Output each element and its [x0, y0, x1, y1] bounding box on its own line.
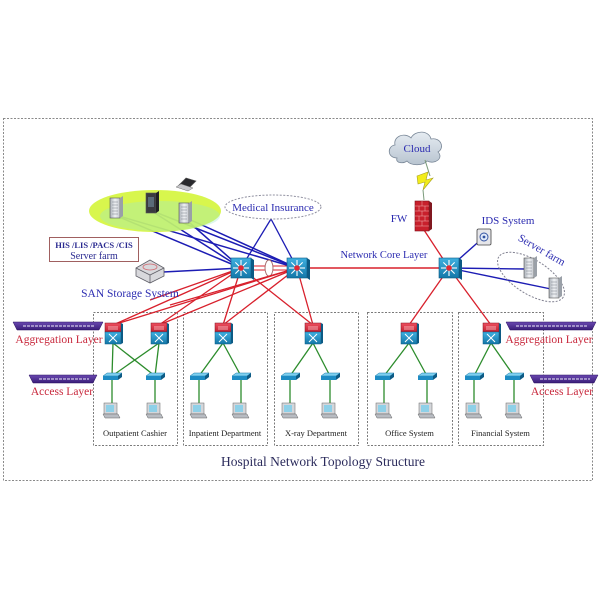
cloud-label: Cloud: [404, 143, 431, 155]
server-farm-systems-label: HIS /LIS /PACS /CIS: [55, 240, 133, 250]
firewall-icon: [414, 200, 432, 232]
access-layer-label-left: Access Layer: [31, 386, 93, 398]
access-switch-icon: [145, 372, 166, 380]
workstation-icon: [320, 402, 339, 419]
firewall-label: FW: [391, 213, 408, 225]
department-label: Financial System: [471, 428, 530, 438]
server-icon: [548, 276, 562, 299]
aggregation-switch-icon: [400, 322, 419, 345]
aggregation-chassis-icon: [505, 321, 597, 331]
aggregation-chassis-icon: [12, 321, 104, 331]
server-icon: [145, 191, 159, 214]
aggregation-layer-label-left: Aggregation Layer: [15, 334, 102, 346]
medical-insurance-label: Medical Insurance: [232, 202, 314, 214]
workstation-icon: [231, 402, 250, 419]
access-link: [222, 342, 242, 377]
access-link: [383, 342, 410, 377]
ids-label: IDS System: [482, 215, 535, 227]
san-label: SAN Storage System: [81, 288, 179, 300]
aggregation-switch-icon: [104, 322, 123, 345]
core-switch-left: [230, 257, 254, 280]
cloud-icon: [388, 131, 442, 166]
server-farm-label-box: [49, 237, 139, 262]
access-switch-icon: [504, 372, 525, 380]
ids-icon: [476, 228, 492, 246]
aggregation-switch-icon: [214, 322, 233, 345]
server-link: [448, 267, 552, 290]
diagram-title: Hospital Network Topology Structure: [221, 454, 425, 469]
right-server-farm-zone: [497, 251, 565, 303]
aggregation-link: [112, 267, 242, 326]
department-label: Inpatient Department: [189, 428, 262, 438]
department-box: [367, 312, 453, 446]
workstation-icon: [189, 402, 208, 419]
access-chassis-icon: [529, 374, 599, 384]
access-link: [111, 342, 114, 377]
access-switch-icon: [417, 372, 438, 380]
server-icon: [523, 256, 537, 279]
access-link: [289, 342, 314, 377]
aggregation-switch-icon: [304, 322, 323, 345]
aggregation-link: [169, 267, 298, 306]
link-aggregation-icon: [264, 259, 274, 277]
san-storage-icon: [135, 259, 165, 284]
department-label: X-ray Department: [285, 428, 348, 438]
wan-link-icon: [416, 159, 434, 201]
access-switch-icon: [464, 372, 485, 380]
workstation-icon: [504, 402, 523, 419]
core-switch-middle: [286, 257, 310, 280]
aggregation-switch-icon: [482, 322, 501, 345]
access-switch-icon: [231, 372, 252, 380]
aggregation-link: [158, 267, 298, 326]
department-label: Outpatient Cashier: [103, 428, 167, 438]
workstation-icon: [374, 402, 393, 419]
access-link: [312, 342, 331, 377]
access-switch-icon: [189, 372, 210, 380]
access-link: [408, 342, 428, 377]
access-link: [112, 342, 156, 377]
aggregation-switch-icon: [150, 322, 169, 345]
san-link: [162, 267, 242, 273]
department-box: [274, 312, 359, 446]
workstation-icon: [280, 402, 299, 419]
right-server-farm-label: Server farm: [516, 232, 568, 269]
access-link: [154, 342, 160, 377]
access-chassis-icon: [28, 374, 98, 384]
workstation-icon: [102, 402, 121, 419]
workstation-icon: [417, 402, 436, 419]
laptop-icon: [175, 177, 197, 192]
core-switch-right: [438, 257, 462, 280]
server-icon: [109, 196, 123, 219]
access-link: [473, 342, 492, 377]
outer-frame: [3, 118, 593, 481]
access-switch-icon: [374, 372, 395, 380]
access-link: [490, 342, 515, 377]
access-switch-icon: [102, 372, 123, 380]
workstation-icon: [464, 402, 483, 419]
aggregation-link: [149, 267, 242, 301]
department-box: [183, 312, 268, 446]
server-icon: [178, 201, 192, 224]
network-core-label: Network Core Layer: [341, 250, 428, 261]
access-link: [111, 342, 160, 377]
aggregation-layer-label-right: Aggregation Layer: [505, 334, 592, 346]
access-switch-icon: [320, 372, 341, 380]
aggregation-link: [222, 267, 298, 326]
medical-insurance-zone: [224, 194, 322, 220]
server-farm-left-label: Server farm: [70, 251, 118, 262]
access-switch-icon: [280, 372, 301, 380]
access-layer-label-right: Access Layer: [531, 386, 593, 398]
access-link: [198, 342, 224, 377]
department-label: Office System: [385, 428, 434, 438]
workstation-icon: [145, 402, 164, 419]
